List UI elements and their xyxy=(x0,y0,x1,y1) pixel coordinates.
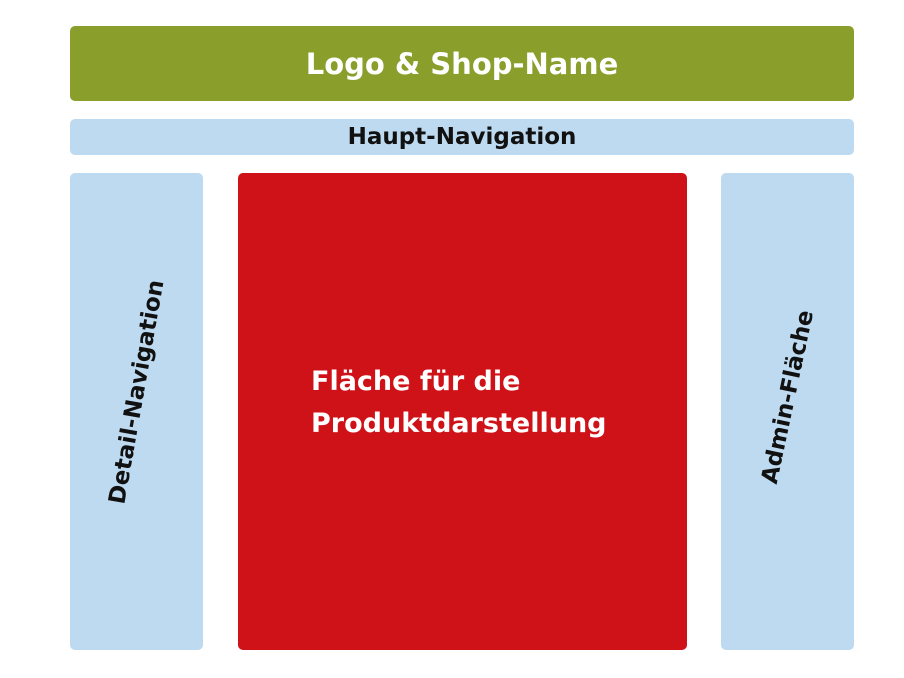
product-display-line2: Produktdarstellung xyxy=(311,408,607,439)
admin-area-label: Admin-Fläche xyxy=(756,307,819,486)
product-display-area: Fläche für die Produktdarstellung xyxy=(238,173,687,650)
detail-navigation-area: Detail-Navigation xyxy=(70,173,203,650)
product-display-line1: Fläche für die xyxy=(311,366,521,397)
product-display-label: Fläche für die Produktdarstellung xyxy=(311,361,607,445)
header-label: Logo & Shop-Name xyxy=(305,46,619,81)
main-navigation-label: Haupt-Navigation xyxy=(347,124,577,150)
main-navigation-area: Haupt-Navigation xyxy=(70,119,854,155)
detail-navigation-label: Detail-Navigation xyxy=(103,277,170,506)
admin-area: Admin-Fläche xyxy=(721,173,854,650)
logo-shop-name-area: Logo & Shop-Name xyxy=(70,26,854,101)
